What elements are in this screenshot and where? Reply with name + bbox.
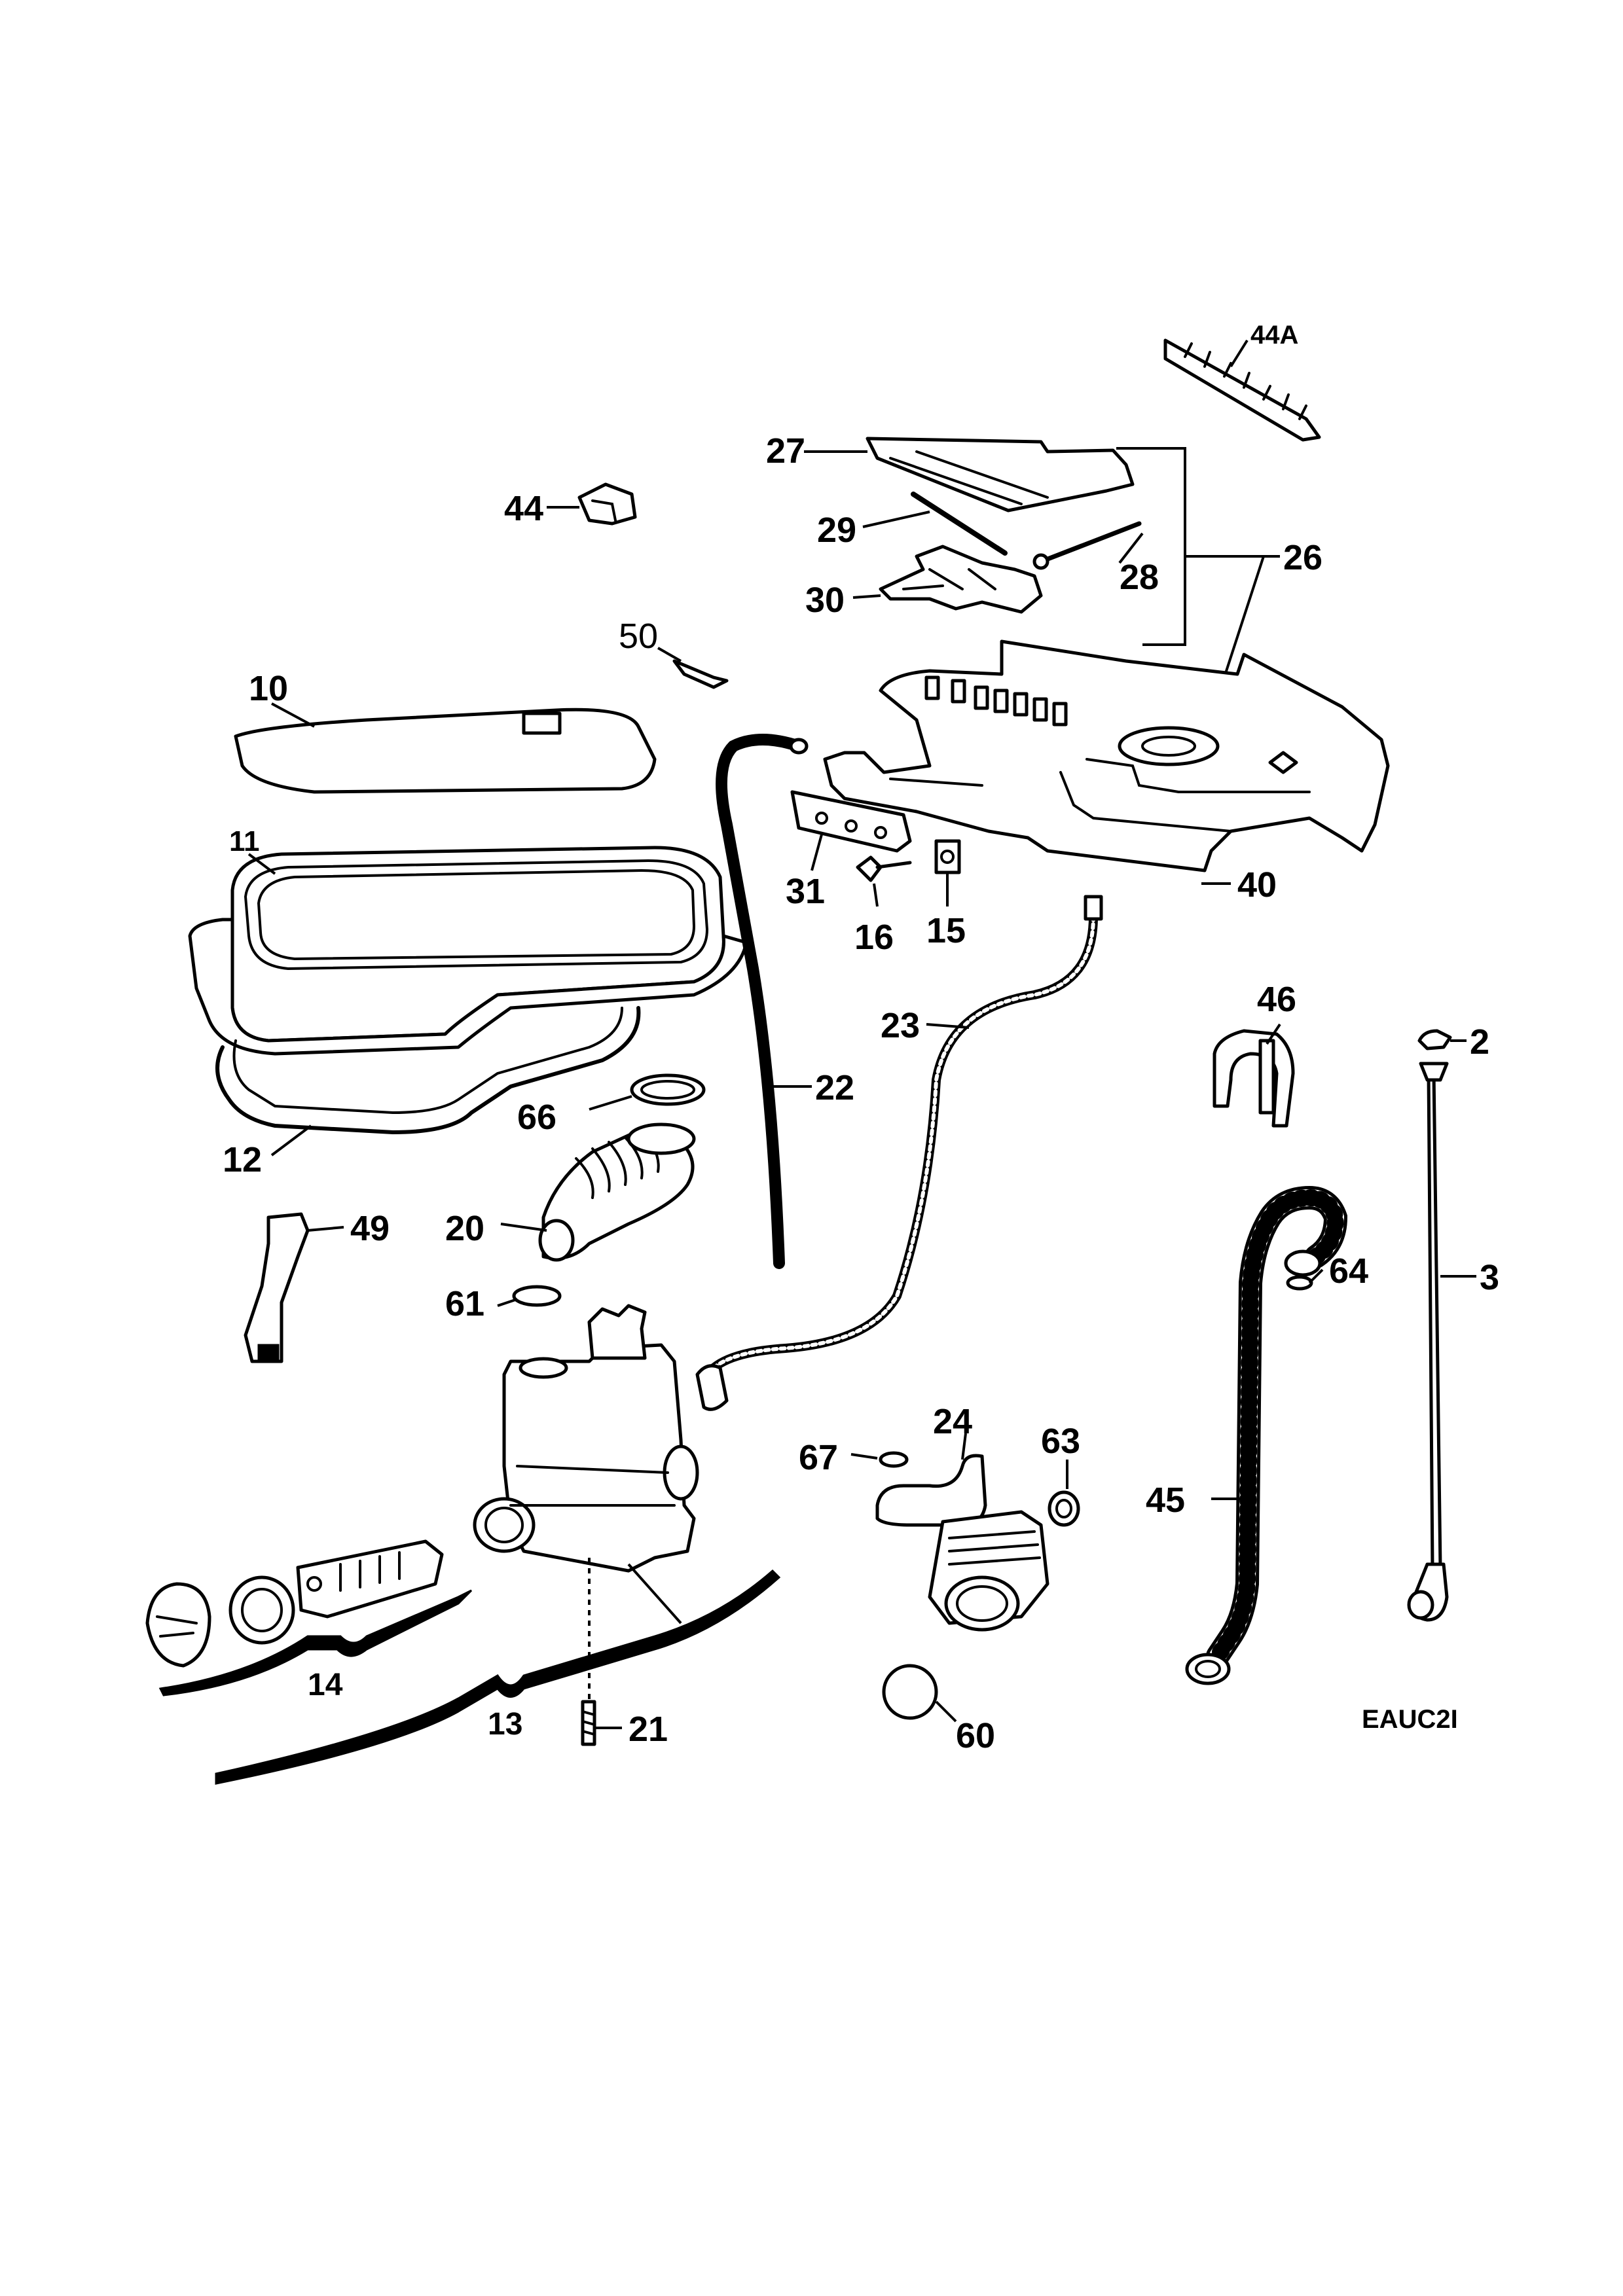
label-14: 14 <box>308 1668 343 1702</box>
part-26-bracket <box>1116 447 1280 688</box>
label-12: 12 <box>223 1140 262 1179</box>
label-60: 60 <box>956 1716 995 1755</box>
part-13-base-curve <box>215 1569 781 1785</box>
label-63: 63 <box>1041 1422 1080 1461</box>
label-46: 46 <box>1257 980 1296 1019</box>
part-20-bellows-hose <box>500 1122 696 1262</box>
label-49: 49 <box>350 1209 390 1248</box>
label-22: 22 <box>815 1068 854 1107</box>
part-16-screw <box>856 855 912 907</box>
part-67-ring <box>850 1451 909 1468</box>
label-44: 44 <box>504 489 543 528</box>
part-14-filter-assembly <box>145 1539 473 1696</box>
part-66-hose-clamp <box>589 1073 706 1111</box>
label-44a: 44A <box>1250 321 1298 350</box>
part-63-grommet <box>1048 1460 1080 1527</box>
label-13: 13 <box>488 1707 522 1742</box>
label-2: 2 <box>1470 1022 1489 1062</box>
part-23-corrugated-hose <box>695 895 1103 1411</box>
label-66: 66 <box>517 1098 556 1137</box>
part-49-bracket <box>244 1212 344 1363</box>
part-12-tub-gasket <box>215 1006 641 1157</box>
part-28-pin <box>1032 521 1144 570</box>
part-15-nut <box>934 839 961 906</box>
label-31: 31 <box>786 872 825 911</box>
part-29-rod <box>862 492 1008 556</box>
label-11: 11 <box>229 825 260 857</box>
part-31-connector-strip <box>790 790 912 871</box>
label-23: 23 <box>881 1006 920 1045</box>
label-26: 26 <box>1283 538 1322 577</box>
label-45: 45 <box>1146 1480 1185 1520</box>
part-27-drawer-lid <box>804 437 1135 512</box>
part-60-seal <box>882 1664 957 1723</box>
part-3-rod <box>1407 1062 1476 1622</box>
label-64: 64 <box>1329 1251 1368 1291</box>
part-30-drawer-mechanism <box>852 545 1043 614</box>
part-50-screw <box>657 647 729 689</box>
part-44a-wiring-bracket <box>1163 338 1321 442</box>
part-21-screw <box>581 1700 622 1746</box>
part-13-pump-housing <box>473 1304 699 1702</box>
label-40: 40 <box>1237 865 1277 905</box>
part-44-clip <box>547 482 637 526</box>
label-30: 30 <box>805 581 845 620</box>
label-50: 50 <box>619 617 658 656</box>
label-10: 10 <box>249 669 288 708</box>
label-27: 27 <box>766 431 805 471</box>
part-61-seal <box>497 1285 562 1307</box>
part-11-tub-seal <box>188 846 748 1056</box>
part-45-drain-hose <box>1185 1185 1348 1685</box>
label-28: 28 <box>1120 558 1159 597</box>
part-2-cap <box>1417 1029 1467 1050</box>
label-16: 16 <box>854 918 894 957</box>
part-24-sump-hose <box>875 1433 1049 1632</box>
part-40-dispenser-housing <box>823 639 1390 885</box>
callout-labels: 44A 27 44 29 28 26 30 50 10 11 31 16 15 … <box>223 321 1499 1755</box>
diagram-code: EAUC2I <box>1362 1705 1458 1734</box>
label-24: 24 <box>933 1402 972 1441</box>
label-61: 61 <box>445 1284 484 1323</box>
label-3: 3 <box>1480 1258 1499 1297</box>
part-10-top-cover <box>234 702 657 794</box>
label-29: 29 <box>817 511 856 550</box>
label-21: 21 <box>629 1710 668 1749</box>
label-67: 67 <box>799 1438 838 1477</box>
part-22-hose <box>716 734 812 1269</box>
label-15: 15 <box>926 911 966 950</box>
label-20: 20 <box>445 1209 484 1248</box>
part-46-hose-hook <box>1213 1023 1295 1128</box>
part-64-ring <box>1286 1268 1324 1291</box>
